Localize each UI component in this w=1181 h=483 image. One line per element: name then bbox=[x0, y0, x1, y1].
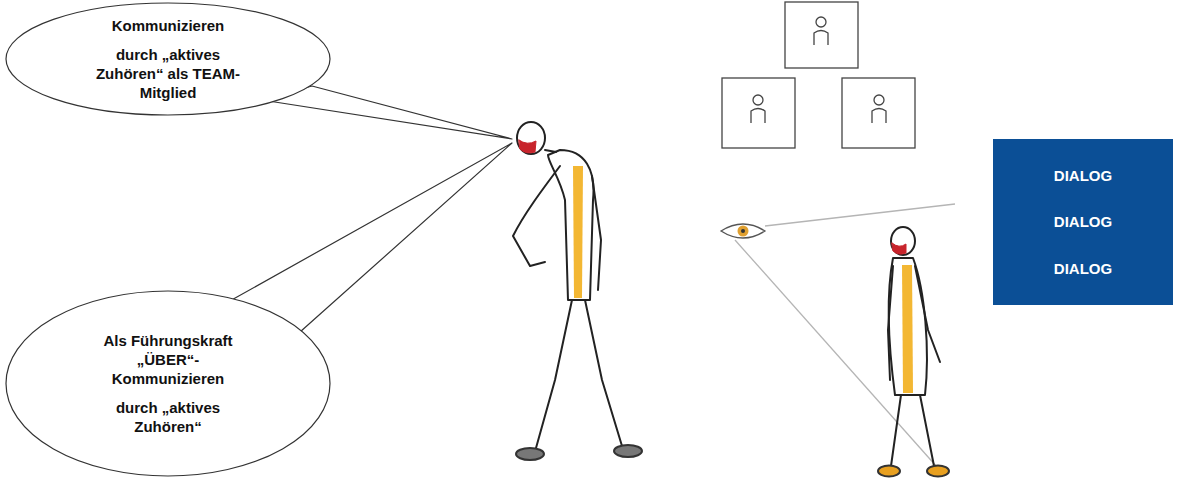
view-cone bbox=[735, 204, 955, 476]
stick-figure bbox=[513, 122, 642, 460]
panel-label: DIALOG bbox=[1054, 212, 1112, 231]
speech-bubble: Als Führungskraft „ÜBER“-Kommunizieren du… bbox=[5, 290, 331, 477]
bubble-tail bbox=[262, 86, 512, 139]
person-icons bbox=[751, 17, 886, 123]
panel-label: DIALOG bbox=[1054, 259, 1112, 278]
eye-symbol bbox=[721, 224, 765, 238]
dialog-panel: DIALOG DIALOG DIALOG bbox=[993, 139, 1173, 305]
stick-figure bbox=[878, 227, 949, 477]
text-group: Als Führungskraft „ÜBER“-Kommunizieren du… bbox=[88, 331, 248, 436]
text-group: DIALOG DIALOG DIALOG bbox=[1054, 139, 1112, 305]
speech-bubble: Kommunizieren durch „aktives Zuhören“ als… bbox=[5, 2, 331, 116]
bubble-text: durch „aktives Zuhören“ als TEAM-Mitglie… bbox=[88, 45, 248, 102]
panel-label: DIALOG bbox=[1054, 166, 1112, 185]
bubble-tail bbox=[228, 143, 512, 332]
bubble-text: durch „aktives Zuhören“ bbox=[88, 398, 248, 436]
text-group: Kommunizieren durch „aktives Zuhören“ als… bbox=[88, 16, 248, 102]
bubble-text: Als Führungskraft „ÜBER“-Kommunizieren bbox=[88, 331, 248, 388]
video-frames bbox=[722, 2, 915, 148]
bubble-text: Kommunizieren bbox=[88, 16, 248, 35]
